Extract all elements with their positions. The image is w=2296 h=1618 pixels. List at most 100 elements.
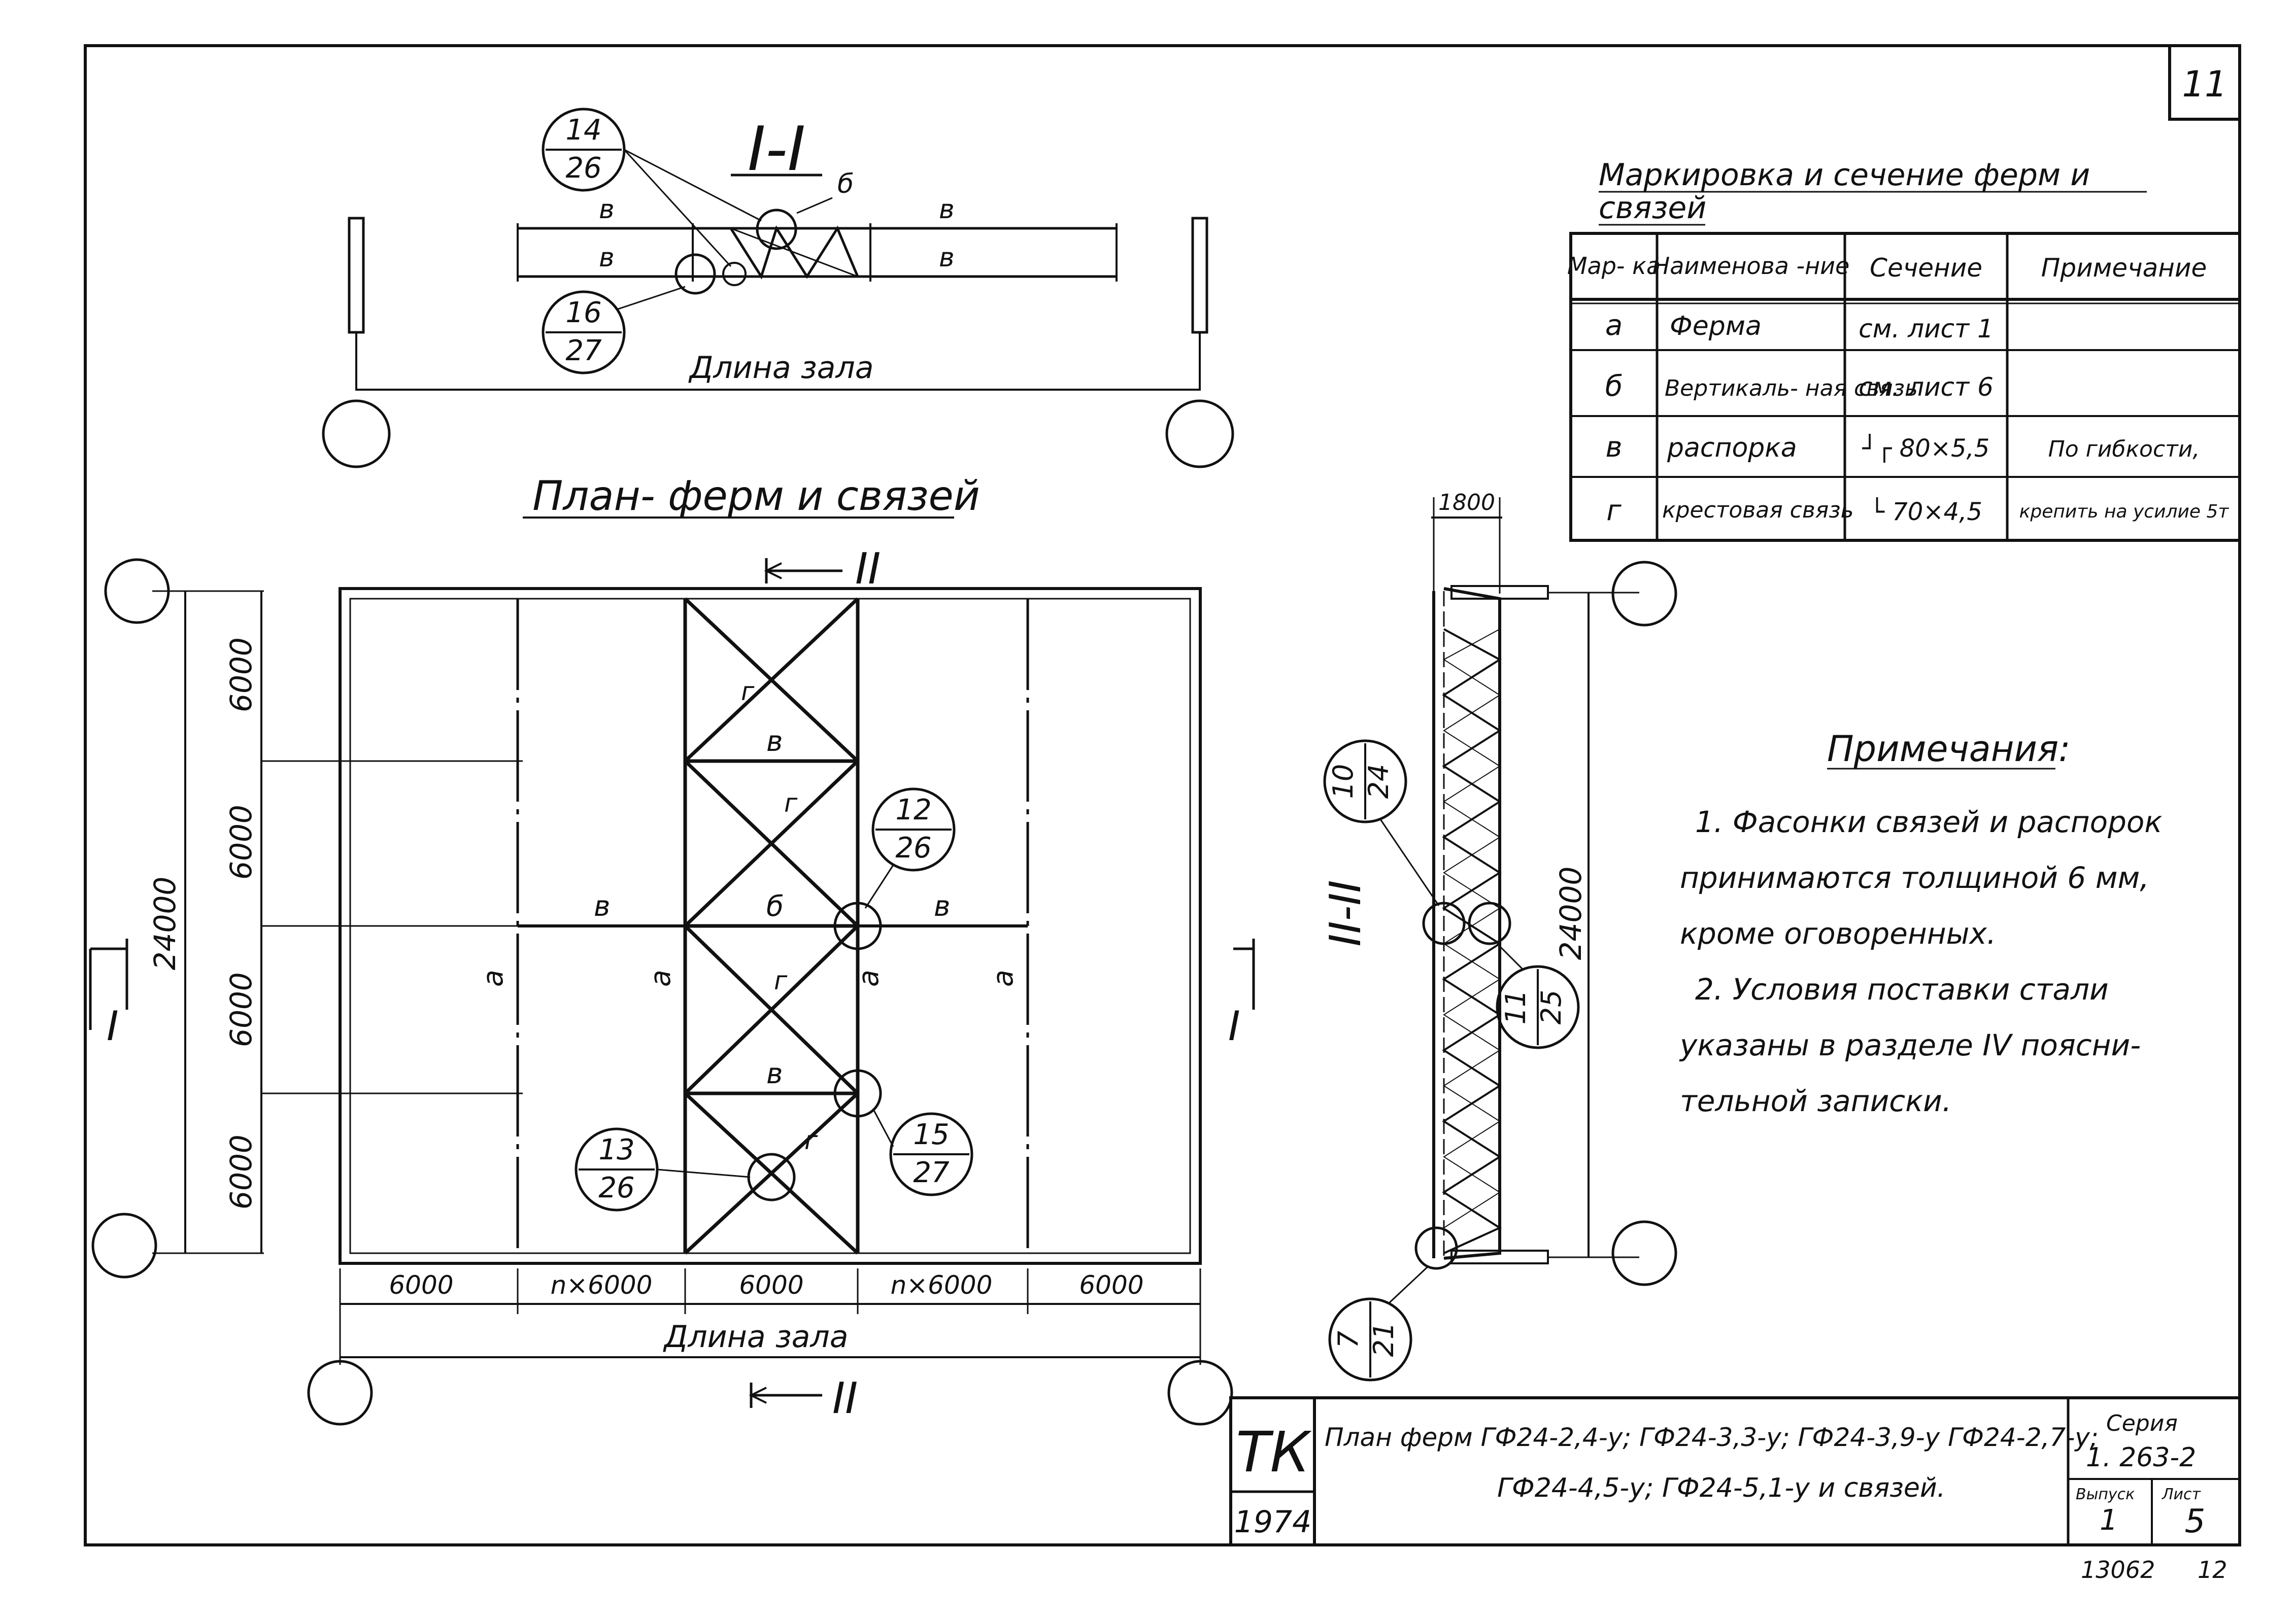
strut-label-v3: в [934, 890, 950, 922]
table-header-section: Сечение [1870, 253, 1982, 283]
cut-mark-I-left: I [89, 939, 128, 1050]
callout-11-25: 11 25 [1496, 943, 1580, 1049]
section-I-label-v1: в [599, 194, 615, 225]
table-title-line2: связей [1599, 190, 1706, 226]
truss-label-a1: а [477, 970, 509, 987]
svg-text:27: 27 [565, 334, 602, 367]
svg-text:11: 11 [1500, 990, 1532, 1025]
marking-table: Маркировка и сечение ферм и связей Мар- … [1567, 157, 2241, 542]
section-I-label-v2: в [599, 243, 615, 273]
plan-dim-bay2: 6000 [224, 805, 258, 880]
truss-label-a2: а [644, 970, 677, 987]
table-row: г крестовая связь └ 70×4,5 крепить на ус… [1606, 494, 2229, 527]
issue-label: Выпуск [2076, 1486, 2135, 1503]
plan-dim-bay1: 6000 [224, 637, 258, 712]
plan-dim-bottom-1: 6000 [389, 1270, 453, 1300]
section-I-I: I-I б в в в в 14 26 [322, 108, 1234, 468]
note-line: указаны в разделе IV поясни- [1679, 1028, 2141, 1062]
svg-text:см. лист 6: см. лист 6 [1859, 372, 1994, 402]
svg-text:II: II [855, 544, 881, 594]
axis-bubble [1165, 399, 1234, 468]
sheet-value: 5 [2185, 1503, 2206, 1540]
plan-dim-bottom-2: n×6000 [551, 1270, 653, 1300]
svg-text:I: I [107, 1003, 119, 1050]
cross-label-g4: г [804, 1126, 818, 1155]
axis-bubble [322, 399, 391, 468]
section-I-title: I-I [748, 114, 805, 185]
callout-16-27: 16 27 [542, 286, 686, 374]
note-line: тельной записки. [1680, 1084, 1951, 1118]
section-I-label-v3: в [939, 194, 955, 225]
table-row: б Вертикаль- ная связь см. лист 6 [1605, 370, 1994, 403]
svg-text:27: 27 [913, 1156, 950, 1189]
callout-10-24: 10 24 [1323, 739, 1440, 906]
sheet-number: 11 [2182, 63, 2227, 105]
notes-block: Примечания: 1. Фасонки связей и распорок… [1679, 728, 2162, 1118]
truss-label-a3: а [852, 970, 885, 987]
footer-code: 13062 [2081, 1556, 2155, 1583]
svg-text:21: 21 [1368, 1322, 1400, 1357]
section-I-label-v4: в [939, 243, 955, 273]
svg-text:15: 15 [913, 1118, 949, 1151]
strut-label-v2: в [594, 890, 610, 922]
series-label: Серия [2106, 1410, 2178, 1436]
plan-trusses-bracing: План- ферм и связей II II I I [89, 472, 1255, 1426]
svg-text:7: 7 [1332, 1331, 1364, 1348]
notes-title: Примечания: [1827, 728, 2071, 770]
plan-dim-bottom-4: n×6000 [891, 1270, 993, 1300]
svg-text:распорка: распорка [1667, 433, 1797, 463]
svg-text:II: II [832, 1373, 858, 1424]
note-line: кроме оговоренных. [1680, 916, 1996, 951]
title-block: ТК 1974 План ферм ГФ24-2,4-у; ГФ24-3,3-у… [1229, 1396, 2241, 1546]
cut-mark-II-top: II [764, 544, 881, 594]
axis-bubble [91, 1213, 157, 1279]
section-II-dim-top: 1800 [1438, 490, 1495, 515]
strut-label-v4: в [766, 1057, 783, 1090]
truss-label-a4: а [987, 970, 1019, 987]
cut-mark-II-bottom: II [749, 1373, 858, 1424]
svg-text:24: 24 [1363, 764, 1395, 799]
svg-text:Ферма: Ферма [1670, 311, 1762, 341]
cross-label-g3: г [774, 966, 788, 995]
svg-text:25: 25 [1535, 990, 1567, 1025]
sheet-number-box: 11 [2168, 44, 2241, 121]
section-II-dim-height: 24000 [1554, 867, 1588, 960]
svg-text:I: I [1228, 1003, 1240, 1050]
title-year: 1974 [1234, 1504, 1312, 1540]
table-header-name: Наименова -ние [1652, 252, 1850, 280]
axis-bubble [1167, 1360, 1233, 1426]
svg-text:14: 14 [565, 114, 601, 147]
table-title-line1: Маркировка и сечение ферм и [1599, 157, 2090, 193]
svg-text:крепить на усилие 5т: крепить на усилие 5т [2019, 501, 2230, 522]
svg-text:в: в [1605, 431, 1622, 464]
sheet-frame [84, 44, 2241, 1546]
svg-text:см. лист 1: см. лист 1 [1859, 314, 1994, 343]
axis-bubble [1611, 561, 1677, 627]
svg-text:12: 12 [895, 794, 931, 827]
note-line: 1. Фасонки связей и распорок [1695, 805, 2162, 839]
callout-15-27: 15 27 [872, 1108, 973, 1196]
callout-7-21: 7 21 [1328, 1265, 1430, 1382]
svg-text:крестовая связь: крестовая связь [1662, 497, 1854, 523]
svg-text:б: б [1605, 370, 1623, 403]
cross-label-g2: г [784, 788, 798, 818]
svg-text:26: 26 [565, 152, 601, 185]
table-row: а Ферма см. лист 1 [1605, 309, 1994, 343]
strut-label-v1: в [766, 725, 783, 758]
plan-dim-bottom-3: 6000 [739, 1270, 803, 1300]
svg-text:Вертикаль- ная связь: Вертикаль- ная связь [1665, 375, 1918, 401]
svg-text:26: 26 [598, 1172, 634, 1204]
callout-14-26: 14 26 [542, 108, 762, 267]
svg-text:26: 26 [895, 832, 931, 865]
sheet-label: Лист [2162, 1486, 2202, 1503]
svg-text:а: а [1605, 309, 1623, 342]
axis-bubble [307, 1360, 373, 1426]
table-row: в распорка ┘┌ 80×5,5 По гибкости, [1605, 431, 2200, 464]
section-II-title: II-II [1321, 880, 1371, 947]
table-header-mark: Мар- ка [1567, 252, 1661, 280]
title-org: ТК [1236, 1420, 1312, 1485]
note-line: принимаются толщиной 6 мм, [1680, 860, 2149, 895]
plan-title: План- ферм и связей [532, 472, 980, 520]
svg-text:По гибкости,: По гибкости, [2048, 436, 2200, 462]
